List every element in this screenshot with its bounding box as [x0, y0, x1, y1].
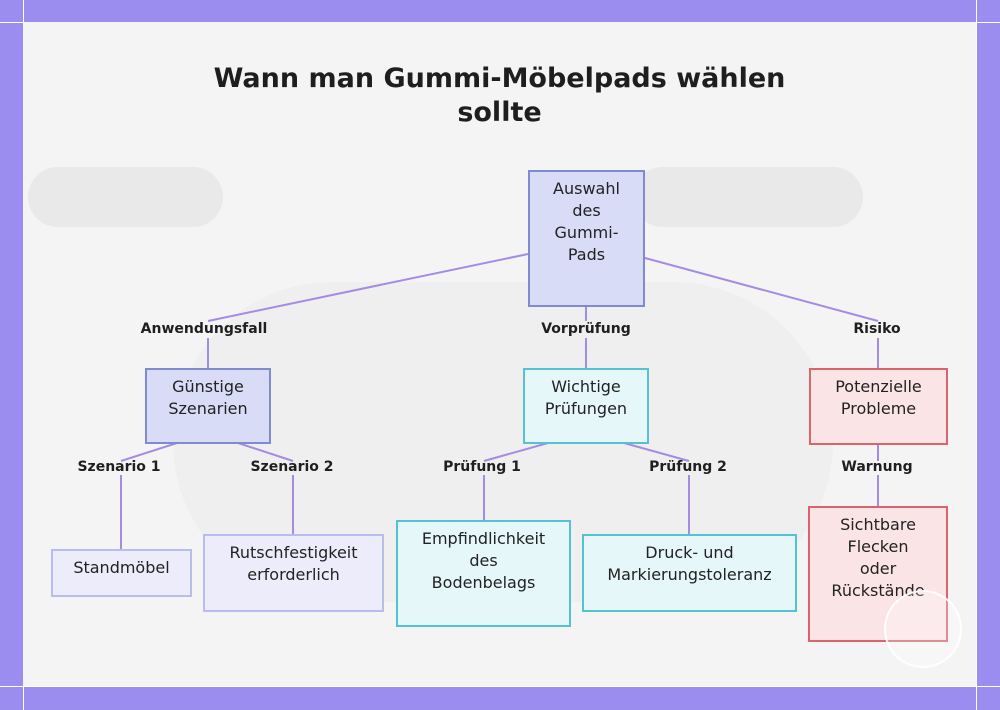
- edge-root-favorable: [207, 253, 529, 368]
- edge-label-check-1: Prüfung 1: [443, 459, 521, 475]
- node-text: Gummi-: [554, 223, 619, 242]
- node-text: Szenarien: [168, 399, 248, 418]
- edge-label-risk: Risiko: [853, 321, 901, 337]
- node-text: Druck- und: [645, 543, 734, 562]
- node-slip-resistance: Rutschfestigkeit erforderlich: [203, 534, 384, 612]
- edge-favorable-standing: [120, 442, 178, 549]
- node-text: Günstige: [172, 377, 244, 396]
- title-line: sollte: [457, 97, 542, 128]
- node-text: Probleme: [840, 399, 917, 418]
- background-blur-right: [633, 167, 863, 227]
- node-text: erforderlich: [247, 565, 340, 584]
- node-text: Bodenbelags: [431, 573, 536, 592]
- node-root: Auswahl des Gummi- Pads: [528, 170, 645, 307]
- watermark-logo-icon: [884, 590, 962, 668]
- node-pressure-tolerance: Druck- und Markierungstoleranz: [582, 534, 797, 612]
- node-text: Auswahl: [553, 179, 620, 198]
- node-text: des: [469, 551, 498, 570]
- edge-favorable-slip: [237, 442, 294, 534]
- node-text: Markierungstoleranz: [607, 565, 772, 584]
- node-important-checks: Wichtige Prüfungen: [523, 368, 649, 444]
- edge-label-precheck: Vorprüfung: [541, 321, 631, 337]
- node-text: Sichtbare: [840, 515, 916, 534]
- node-text: Wichtige: [551, 377, 621, 396]
- edge-label-scenario-2: Szenario 2: [250, 459, 334, 475]
- node-potential-problems: Potenzielle Probleme: [809, 368, 948, 445]
- node-text: Flecken: [847, 537, 909, 556]
- node-favorable-scenarios: Günstige Szenarien: [145, 368, 271, 444]
- edge-checks-floor: [483, 442, 549, 520]
- node-text: Standmöbel: [73, 558, 170, 577]
- edge-label-scenario-1: Szenario 1: [77, 459, 161, 475]
- node-text: Pads: [567, 245, 606, 264]
- edge-checks-pressure: [623, 442, 690, 534]
- node-text: Prüfungen: [544, 399, 628, 418]
- node-text: oder: [859, 559, 897, 578]
- node-text: Rutschfestigkeit: [229, 543, 358, 562]
- node-text: des: [572, 201, 601, 220]
- node-floor-sensitivity: Empfindlichkeit des Bodenbelags: [396, 520, 571, 627]
- node-text: Potenzielle: [835, 377, 922, 396]
- edge-root-problems: [644, 257, 879, 368]
- edge-label-check-2: Prüfung 2: [649, 459, 727, 475]
- node-text: Empfindlichkeit: [421, 529, 546, 548]
- title-line: Wann man Gummi-Möbelpads wählen: [213, 63, 786, 94]
- node-standing-furniture: Standmöbel: [51, 549, 192, 597]
- edge-label-use-case: Anwendungsfall: [140, 321, 268, 337]
- edge-label-warning: Warnung: [841, 459, 913, 475]
- diagram-title: Wann man Gummi-Möbelpads wählen sollte: [23, 62, 976, 130]
- background-blur-left: [28, 167, 223, 227]
- frame-bottom: [0, 686, 1000, 687]
- frame-right: [976, 0, 977, 710]
